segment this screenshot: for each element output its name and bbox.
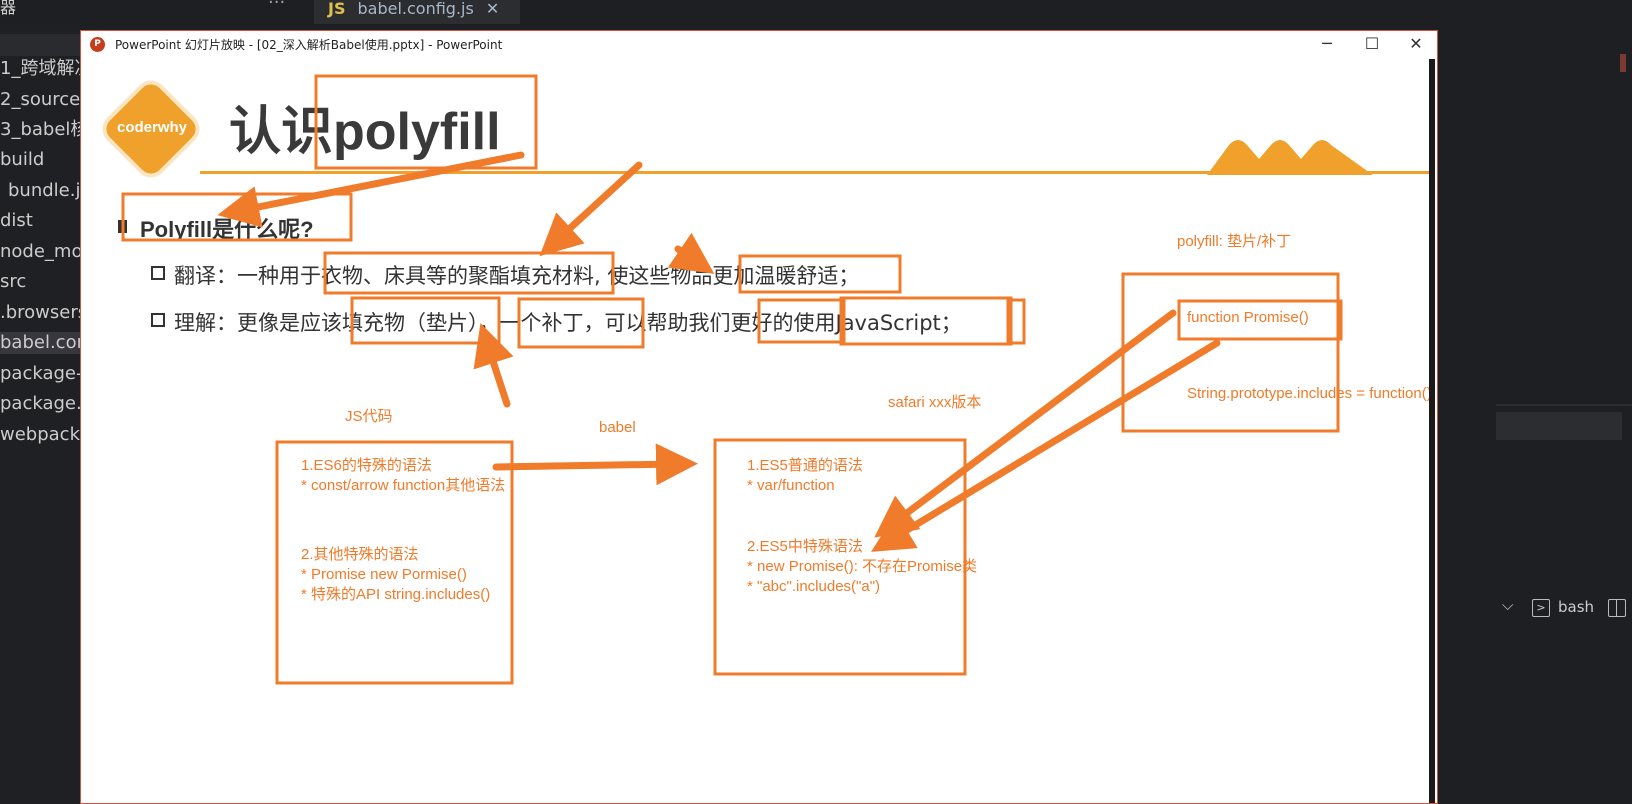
- anno-other-line2: * Promise new Pormise(): [301, 566, 467, 583]
- anno-string-includes: String.prototype.includes = function() {…: [1187, 385, 1429, 402]
- annotation-ink-layer: [121, 74, 1343, 685]
- terminal-icon[interactable]: >: [1532, 599, 1550, 617]
- bullet-hollow-icon: [151, 313, 165, 327]
- tab-babel-config[interactable]: JS babel.config.js ✕: [314, 0, 520, 24]
- anno-es5-special2: * new Promise(): 不存在Promise类: [747, 558, 978, 575]
- powerpoint-window: P PowerPoint 幻灯片放映 - [02_深入解析Babel使用.ppt…: [80, 30, 1438, 804]
- bullet-hollow-icon: [151, 266, 165, 280]
- window-titlebar[interactable]: P PowerPoint 幻灯片放映 - [02_深入解析Babel使用.ppt…: [81, 31, 1437, 58]
- more-actions-icon[interactable]: ···: [268, 0, 286, 13]
- terminal-shell-label[interactable]: bash: [1558, 598, 1595, 616]
- anno-safari-label: safari xxx版本: [888, 394, 982, 411]
- explorer-item[interactable]: build: [0, 149, 45, 170]
- annotation-arrows: [217, 151, 1221, 552]
- anno-es5-line1: 1.ES5普通的语法: [747, 457, 863, 474]
- maximize-button[interactable]: ☐: [1364, 34, 1380, 53]
- minimize-button[interactable]: ─: [1322, 34, 1332, 53]
- anno-other-line1: 2.其他特殊的语法: [301, 546, 419, 563]
- file-explorer: 1_跨域解决 2_source-r 3_babel核心 build bundle…: [0, 24, 84, 804]
- anno-es5-line2: * var/function: [747, 477, 835, 494]
- explorer-item[interactable]: .browsersli: [0, 302, 84, 323]
- anno-es5-special3: * "abc".includes("a"): [747, 578, 881, 595]
- slide-line-understanding: 理解：更像是应该填充物（垫片），一个补丁，可以帮助我们更好的使用JavaScri…: [174, 311, 962, 335]
- powerpoint-logo-icon: P: [90, 37, 105, 52]
- editor-divider: [1496, 404, 1632, 406]
- explorer-item[interactable]: 1_跨域解决: [0, 58, 84, 79]
- anno-es5-special1: 2.ES5中特殊语法: [747, 538, 863, 555]
- scroll-marker: [1620, 54, 1626, 72]
- split-terminal-icon[interactable]: [1608, 599, 1626, 617]
- explorer-section-band: [0, 34, 84, 56]
- anno-other-line3: * 特殊的API string.includes(): [301, 586, 491, 603]
- explorer-item[interactable]: 2_source-r: [0, 89, 84, 110]
- anno-polyfill-label: polyfill: 垫片/补丁: [1177, 233, 1292, 250]
- window-title: PowerPoint 幻灯片放映 - [02_深入解析Babel使用.pptx]…: [115, 38, 503, 52]
- anno-es6-line1: 1.ES6的特殊的语法: [301, 457, 432, 474]
- explorer-item[interactable]: dist: [0, 210, 33, 231]
- logo-text: coderwhy: [116, 119, 188, 136]
- title-underline: [200, 171, 1429, 174]
- chevron-down-icon[interactable]: ⌵: [1502, 596, 1514, 614]
- explorer-item-active[interactable]: babel.conf: [0, 332, 84, 354]
- editor-top-left-text: 器: [0, 0, 17, 17]
- editor-highlight-line: [1496, 412, 1622, 440]
- slide-edge: [1429, 59, 1435, 803]
- explorer-item[interactable]: package.js: [0, 393, 84, 414]
- explorer-item[interactable]: bundle.js: [8, 180, 84, 201]
- explorer-item[interactable]: 3_babel核心: [0, 119, 84, 140]
- explorer-item[interactable]: src: [0, 271, 27, 292]
- anno-function-promise: function Promise(): [1187, 309, 1309, 326]
- slide-viewport: coderwhy 认识polyfill Polyfill是什么呢? 翻译：一种用…: [83, 59, 1435, 803]
- explorer-item[interactable]: node_mod: [0, 241, 84, 262]
- slide[interactable]: coderwhy 认识polyfill Polyfill是什么呢? 翻译：一种用…: [83, 59, 1429, 803]
- editor-tab-bar: 器 ··· JS babel.config.js ✕: [0, 0, 1632, 24]
- anno-babel-label: babel: [599, 419, 636, 436]
- decorative-waves: [1207, 140, 1373, 175]
- anno-es6-line2: * const/arrow function其他语法: [301, 477, 506, 494]
- slide-title: 认识polyfill: [229, 103, 501, 161]
- explorer-item[interactable]: webpack.c: [0, 424, 84, 445]
- anno-js-code-label: JS代码: [345, 408, 393, 425]
- explorer-item[interactable]: package-lo: [0, 363, 84, 384]
- js-file-icon: JS: [328, 0, 346, 18]
- tab-label: babel.config.js: [357, 0, 474, 18]
- close-icon[interactable]: ✕: [485, 0, 500, 18]
- slide-line-translation: 翻译：一种用于衣物、床具等的聚酯填充材料, 使这些物品更加温暖舒适；: [174, 264, 860, 288]
- terminal-toolbar: ⌵ > bash: [1496, 590, 1632, 626]
- close-window-button[interactable]: ✕: [1409, 34, 1423, 53]
